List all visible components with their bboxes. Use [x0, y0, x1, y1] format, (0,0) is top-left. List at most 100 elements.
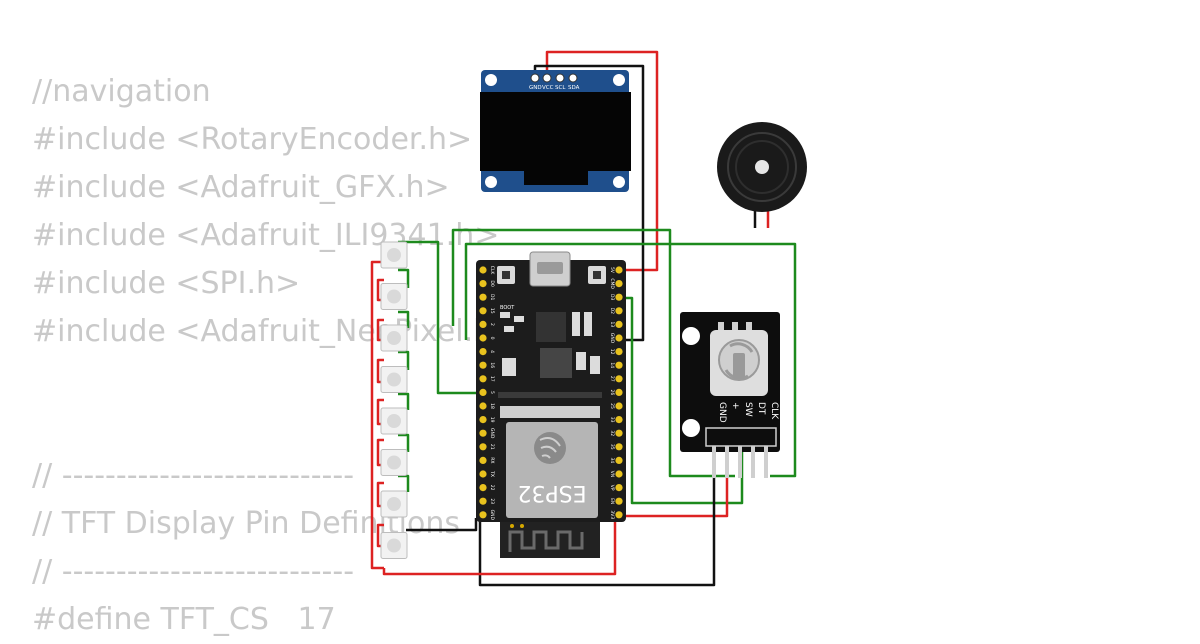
code-line: // TFT Display Pin Definitions: [32, 506, 460, 541]
wire-neopixel-vcc-esp[interactable]: [382, 518, 617, 576]
code-line: #include <SPI.h>: [32, 266, 301, 301]
esp32-pin[interactable]: [479, 456, 487, 464]
esp32-pin-label: GND: [489, 428, 495, 439]
oled-pin-sda: SDA: [568, 85, 580, 91]
code-line: #include <RotaryEncoder.h>: [32, 122, 473, 157]
neopixel-strip[interactable]: [380, 241, 408, 559]
esp32-pin-label: 17: [489, 376, 495, 382]
wire-neopixel-gnd[interactable]: [406, 518, 478, 532]
esp32-pin[interactable]: [615, 307, 623, 315]
encoder-pin-sw: SW: [743, 402, 753, 417]
esp32-pin-label: D0: [489, 280, 495, 286]
esp32-pin-label: D1: [489, 294, 495, 300]
esp32-pin-label: GND: [609, 333, 615, 344]
esp32-pin-label: D2: [609, 308, 615, 314]
esp32-pin-label: 5V: [609, 267, 615, 274]
code-line: #include <Adafruit_NeoPixel.h>: [32, 314, 518, 349]
neopixel-lens: [387, 331, 401, 345]
esp32-pin[interactable]: [479, 266, 487, 274]
esp32-pin[interactable]: [479, 320, 487, 328]
esp32-pin[interactable]: [479, 348, 487, 356]
buzzer[interactable]: [717, 122, 807, 228]
wire-oled-vcc[interactable]: [545, 50, 659, 272]
code-line: #include <Adafruit_GFX.h>: [32, 170, 450, 205]
wire-encoder-vcc[interactable]: [620, 446, 729, 518]
neopixel-lens: [387, 538, 401, 553]
esp32-pin[interactable]: [479, 280, 487, 288]
esp32-pin[interactable]: [479, 484, 487, 492]
esp32-pin-label: 14: [609, 362, 615, 368]
wire-oled-sda[interactable]: [464, 242, 797, 478]
esp32-pin-label: 5: [489, 391, 495, 394]
esp32-pin-label: 35: [609, 444, 615, 450]
esp32-pin[interactable]: [615, 388, 623, 396]
esp32-pin[interactable]: [615, 429, 623, 437]
esp32-pin-label: 32: [609, 430, 615, 436]
esp32-pin-label: EN: [609, 498, 615, 504]
esp32-pin[interactable]: [479, 361, 487, 369]
esp32-pin[interactable]: [615, 348, 623, 356]
encoder-pin-gnd: GND: [717, 402, 727, 423]
esp32-pin[interactable]: [615, 266, 623, 274]
esp32-pin[interactable]: [479, 307, 487, 315]
esp32-pin[interactable]: [615, 280, 623, 288]
esp32-pin[interactable]: [615, 320, 623, 328]
esp32-pin-label: 19: [489, 417, 495, 423]
esp32-pin-label: VP: [609, 485, 615, 491]
oled-display[interactable]: GND VCC SCL SDA: [480, 70, 631, 192]
wire-encoder-sw[interactable]: [620, 296, 744, 505]
wire-encoder-gnd[interactable]: [478, 446, 716, 587]
esp32-pin[interactable]: [615, 402, 623, 410]
esp32-pin-label: 3V3: [609, 510, 615, 519]
code-editor-text: //navigation #include <RotaryEncoder.h> #i…: [32, 68, 517, 644]
esp32-pin[interactable]: [479, 470, 487, 478]
esp32-pin[interactable]: [479, 388, 487, 396]
esp32-devkit[interactable]: BOOT ESP32 CLKD0D115204161751819GND21RXT…: [476, 251, 626, 558]
neopixel-lens: [387, 455, 401, 470]
esp32-pin[interactable]: [615, 375, 623, 383]
esp32-pin[interactable]: [479, 511, 487, 519]
esp32-pin[interactable]: [615, 416, 623, 424]
esp32-pin-label: RX: [489, 457, 495, 463]
circuit-diagram: GND VCC SCL SDA BOOT: [370, 50, 807, 587]
esp32-pin[interactable]: [479, 375, 487, 383]
esp32-pin-label: GND: [489, 510, 495, 521]
esp32-pin-label: TX: [489, 470, 495, 477]
esp32-pin-label: 34: [609, 458, 615, 464]
esp32-pin-label: 15: [489, 308, 495, 314]
esp32-pin[interactable]: [615, 293, 623, 301]
rotary-encoder[interactable]: CLK DT SW + GND: [680, 312, 780, 478]
esp32-pin[interactable]: [615, 456, 623, 464]
wire-oled-scl[interactable]: [451, 228, 735, 478]
esp32-pin[interactable]: [479, 334, 487, 342]
wire-neopixel-vcc[interactable]: [370, 260, 386, 570]
esp32-pin[interactable]: [615, 511, 623, 519]
wire-neopixel-chain[interactable]: [398, 268, 410, 492]
esp32-pin-label: 23: [489, 498, 495, 504]
esp32-pin-label: VN: [609, 471, 615, 477]
esp32-pin[interactable]: [479, 429, 487, 437]
esp32-pin[interactable]: [479, 497, 487, 505]
esp32-pin-label: CMD: [609, 278, 615, 289]
esp32-pin-label: 18: [489, 403, 495, 409]
code-line: //navigation: [32, 74, 211, 109]
oled-pin-scl: SCL: [555, 85, 566, 91]
esp32-pin-label: CLK: [489, 266, 495, 276]
esp32-pin[interactable]: [615, 361, 623, 369]
esp32-pin[interactable]: [479, 402, 487, 410]
neopixel-lens: [387, 289, 401, 304]
esp32-pin[interactable]: [479, 443, 487, 451]
esp32-pin[interactable]: [615, 334, 623, 342]
neopixel-lens: [387, 414, 401, 428]
esp32-pin[interactable]: [615, 484, 623, 492]
esp32-pin[interactable]: [615, 470, 623, 478]
esp32-pin[interactable]: [615, 443, 623, 451]
esp32-pin[interactable]: [479, 416, 487, 424]
esp32-pin-label: 25: [609, 403, 615, 409]
esp32-pin[interactable]: [615, 497, 623, 505]
esp32-pin[interactable]: [479, 293, 487, 301]
neopixel-lens: [387, 372, 401, 387]
wires: [370, 50, 797, 587]
esp32-pin-label: 13: [609, 322, 615, 328]
wire-neopixel-data[interactable]: [398, 240, 480, 395]
